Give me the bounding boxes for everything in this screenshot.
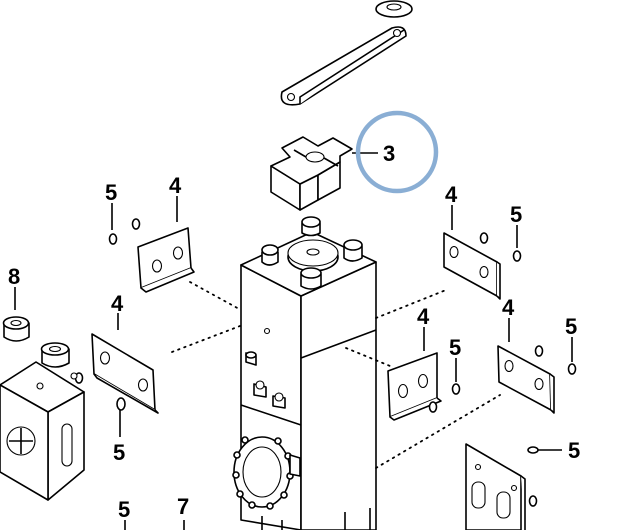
- cross-coupling-part-3: [270, 136, 353, 211]
- o-ring: [479, 232, 522, 262]
- top-bolt: [300, 267, 322, 290]
- top-bolt: [301, 216, 321, 237]
- callout-4-upper-right: 4: [445, 182, 458, 207]
- o-ring: [428, 383, 461, 413]
- flange: [232, 436, 301, 510]
- callout-labels: 3 4 4 4 4 4 5 5 5 5 5 5 5 7 8: [8, 141, 580, 522]
- gasket-plate-upper-right: [443, 232, 501, 300]
- callout-5-upper-right: 5: [510, 202, 522, 227]
- callout-4-upper-left: 4: [169, 173, 182, 198]
- assembly-lines: [171, 281, 501, 469]
- link-bar: [280, 26, 407, 106]
- highlight-circle: [355, 110, 439, 194]
- callout-5-bottom: 5: [118, 497, 130, 522]
- gasket-plate-center: [387, 352, 442, 421]
- fitting: [245, 351, 257, 366]
- o-ring: [527, 446, 539, 507]
- valve-block: [232, 216, 377, 530]
- callout-5-center: 5: [449, 335, 461, 360]
- leader-lines: [14, 152, 573, 530]
- fitting: [272, 392, 286, 409]
- gasket-plate-lower-right: [497, 345, 555, 414]
- callout-3: 3: [383, 141, 395, 166]
- o-ring: [534, 345, 577, 375]
- callout-5-upper-left: 5: [105, 180, 117, 205]
- callout-5-right: 5: [565, 314, 577, 339]
- top-bolt: [343, 239, 363, 262]
- fitting: [253, 380, 267, 398]
- callout-4-lower-right: 4: [502, 295, 515, 320]
- callout-4-middle-left: 4: [111, 291, 124, 316]
- top-washer: [375, 0, 413, 18]
- gasket-plate-upper-left: [137, 227, 195, 293]
- callout-7: 7: [177, 494, 189, 519]
- mounting-bracket: [0, 361, 85, 501]
- bushing: [40, 342, 70, 368]
- callout-4-center: 4: [417, 304, 430, 329]
- bushing: [2, 316, 30, 342]
- gasket-plate-bottom-right: [465, 443, 526, 530]
- o-ring: [108, 218, 141, 245]
- callout-5-lower-right: 5: [568, 438, 580, 463]
- callout-8: 8: [8, 264, 20, 289]
- callout-5-lower-left: 5: [113, 440, 125, 465]
- top-bolt: [261, 244, 279, 266]
- gasket-plate-middle-left: [91, 333, 159, 414]
